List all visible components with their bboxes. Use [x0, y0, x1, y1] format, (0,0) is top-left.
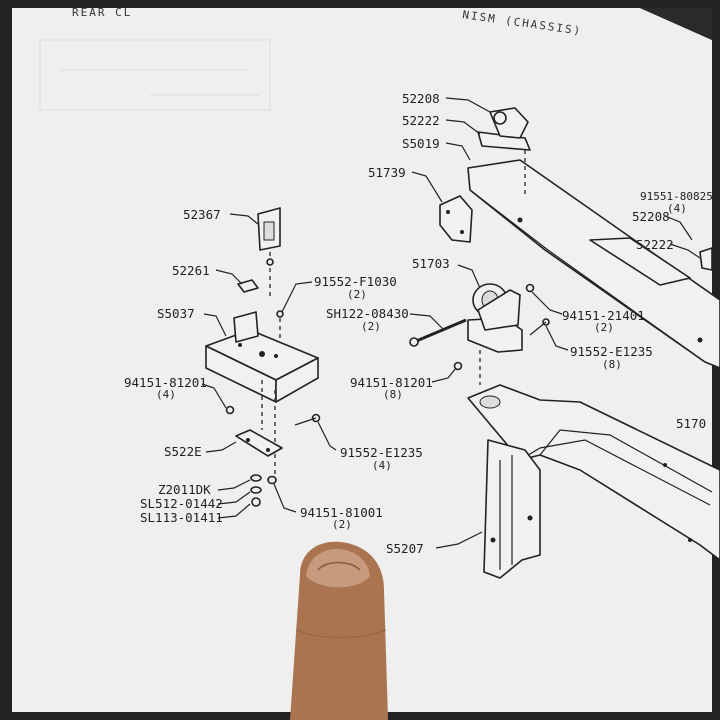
bracket-s5037 [205, 311, 319, 403]
bleed-through [39, 39, 271, 111]
label-94151-81001: 94151-81001 [300, 505, 383, 520]
label-91552-e1235-right-qty: (8) [602, 358, 622, 371]
label-5170-partial: 5170 [676, 416, 706, 431]
label-sh122: SH122-08430 [326, 306, 409, 321]
mount-51703 [467, 283, 523, 353]
label-91552-e1235-right: 91552-E1235 [570, 344, 653, 359]
part-labels: 52208 52222 S5019 51739 91551-80825 (4) … [124, 91, 713, 556]
label-52208-right: 52208 [632, 209, 670, 224]
label-sl512: SL512-01442 [140, 496, 223, 511]
pad-52261 [237, 279, 259, 293]
label-94151-81201-left-qty: (4) [156, 388, 176, 401]
frame-s5207 [467, 384, 720, 579]
label-91552-e1235-left: 91552-E1235 [340, 445, 423, 460]
label-sh122-qty: (2) [361, 320, 381, 333]
label-91551: 91551-80825 [640, 190, 713, 203]
label-sl113: SL113-01411 [140, 510, 223, 525]
paper-corner-shadow [640, 8, 712, 40]
label-s5037: S5037 [157, 306, 195, 321]
bolt-sh122 [409, 318, 467, 347]
leader-lines [201, 97, 701, 549]
label-52208-top: 52208 [402, 91, 440, 106]
bolts-left [225, 310, 321, 480]
small-bolts-center [453, 283, 550, 385]
label-94151-81201-mid: 94151-81201 [350, 375, 433, 390]
label-94151-81201-mid-qty: (8) [383, 388, 403, 401]
label-91552-f1030-qty: (2) [347, 288, 367, 301]
label-s522e: S522E [164, 444, 202, 459]
plate-s522e [235, 429, 283, 457]
label-52222-right: 52222 [636, 237, 674, 252]
label-91552-f1030: 91552-F1030 [314, 274, 397, 289]
plate-51739 [439, 195, 473, 243]
label-s5019: S5019 [402, 136, 440, 151]
label-z2011dk: Z2011DK [158, 482, 211, 497]
label-94151-81201-left: 94151-81201 [124, 375, 207, 390]
label-91551-qty: (4) [667, 202, 687, 215]
label-51703: 51703 [412, 256, 450, 271]
washers-nuts [250, 474, 277, 507]
label-94151-21401-qty: (2) [594, 321, 614, 334]
right-partial-parts [699, 247, 713, 271]
label-94151-21401: 94151-21401 [562, 308, 645, 323]
label-52367: 52367 [183, 207, 221, 222]
bracket-52222-52208 [477, 107, 531, 195]
label-91552-e1235-left-qty: (4) [372, 459, 392, 472]
label-s5207: S5207 [386, 541, 424, 556]
label-52261: 52261 [172, 263, 210, 278]
pointing-finger [290, 541, 388, 720]
label-51739: 51739 [368, 165, 406, 180]
label-94151-81001-qty: (2) [332, 518, 352, 531]
rail-s5019 [467, 159, 720, 369]
bracket-52367 [257, 207, 281, 300]
label-52222-top: 52222 [402, 113, 440, 128]
header-left: REAR CL [72, 6, 132, 19]
